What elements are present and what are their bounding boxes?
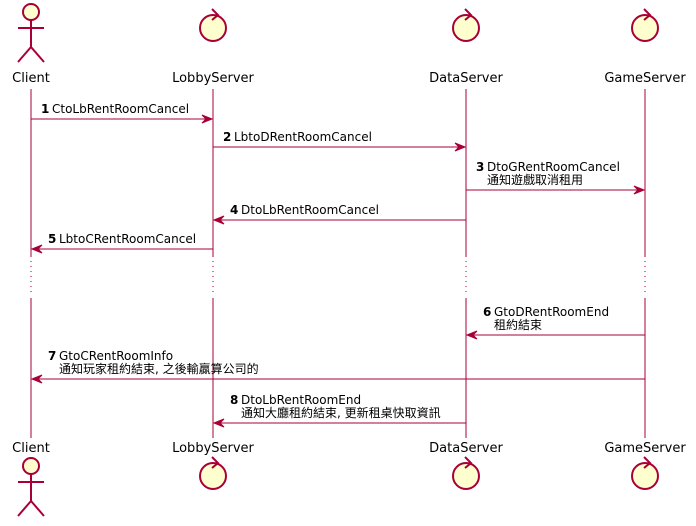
message-label: 租約結束 xyxy=(494,317,542,332)
participant-game-top: GameServer xyxy=(604,8,686,86)
control-icon xyxy=(452,8,480,42)
control-icon xyxy=(199,456,227,490)
lifelines xyxy=(30,89,646,438)
participant-client-bottom: Client xyxy=(12,441,50,517)
message-number: 3 xyxy=(476,160,484,174)
arrowhead-icon xyxy=(454,142,467,152)
participant-name: GameServer xyxy=(604,441,686,456)
arrowhead-icon xyxy=(212,418,225,428)
message-label: CtoLbRentRoomCancel xyxy=(52,102,189,116)
message-label: 通知大廳租約結束, 更新租桌快取資訊 xyxy=(241,405,441,420)
message-label: GtoDRentRoomEnd xyxy=(494,305,609,319)
participant-client-top: Client xyxy=(12,3,50,86)
participant-name: LobbyServer xyxy=(172,441,254,456)
message-label: DtoGRentRoomCancel xyxy=(487,160,620,174)
arrowhead-icon xyxy=(465,330,478,340)
message-number: 7 xyxy=(48,349,56,363)
message-label: 通知遊戲取消租用 xyxy=(487,172,583,187)
arrowhead-icon xyxy=(201,114,214,124)
participant-name: DataServer xyxy=(429,441,503,456)
message-number: 8 xyxy=(230,393,238,407)
message-number: 1 xyxy=(41,102,49,116)
message-label: DtoLbRentRoomCancel xyxy=(241,203,379,217)
arrowhead-icon xyxy=(212,215,225,225)
arrowhead-icon xyxy=(30,244,43,254)
participant-data-bottom: DataServer xyxy=(429,441,503,490)
participants-bottom: Client LobbyServer DataServer GameServer xyxy=(12,441,686,517)
participant-name: LobbyServer xyxy=(172,71,254,86)
message-number: 4 xyxy=(230,203,238,217)
message-label: GtoCRentRoomInfo xyxy=(59,349,173,363)
message-number: 6 xyxy=(483,305,491,319)
participant-game-bottom: GameServer xyxy=(604,441,686,490)
message-label: LbtoCRentRoomCancel xyxy=(59,232,196,246)
arrowhead-icon xyxy=(30,374,43,384)
arrowhead-icon xyxy=(633,185,646,195)
control-icon xyxy=(199,8,227,42)
actor-icon xyxy=(17,3,45,63)
control-icon xyxy=(452,456,480,490)
participant-name: GameServer xyxy=(604,71,686,86)
participant-lobby-bottom: LobbyServer xyxy=(172,441,255,490)
message-number: 2 xyxy=(223,130,231,144)
participant-lobby-top: LobbyServer xyxy=(172,8,255,86)
message-label: LbtoDRentRoomCancel xyxy=(234,130,372,144)
participant-name: DataServer xyxy=(429,71,503,86)
message-number: 5 xyxy=(48,232,56,246)
message-label: DtoLbRentRoomEnd xyxy=(241,393,361,407)
control-icon xyxy=(631,8,659,42)
participant-data-top: DataServer xyxy=(429,8,503,86)
control-icon xyxy=(631,456,659,490)
message-label: 通知玩家租約結束, 之後輸贏算公司的 xyxy=(59,361,259,376)
participant-name: Client xyxy=(12,441,50,456)
participants-top: Client LobbyServer DataServer GameServer xyxy=(12,3,686,86)
actor-icon xyxy=(17,457,45,517)
participant-name: Client xyxy=(12,71,50,86)
